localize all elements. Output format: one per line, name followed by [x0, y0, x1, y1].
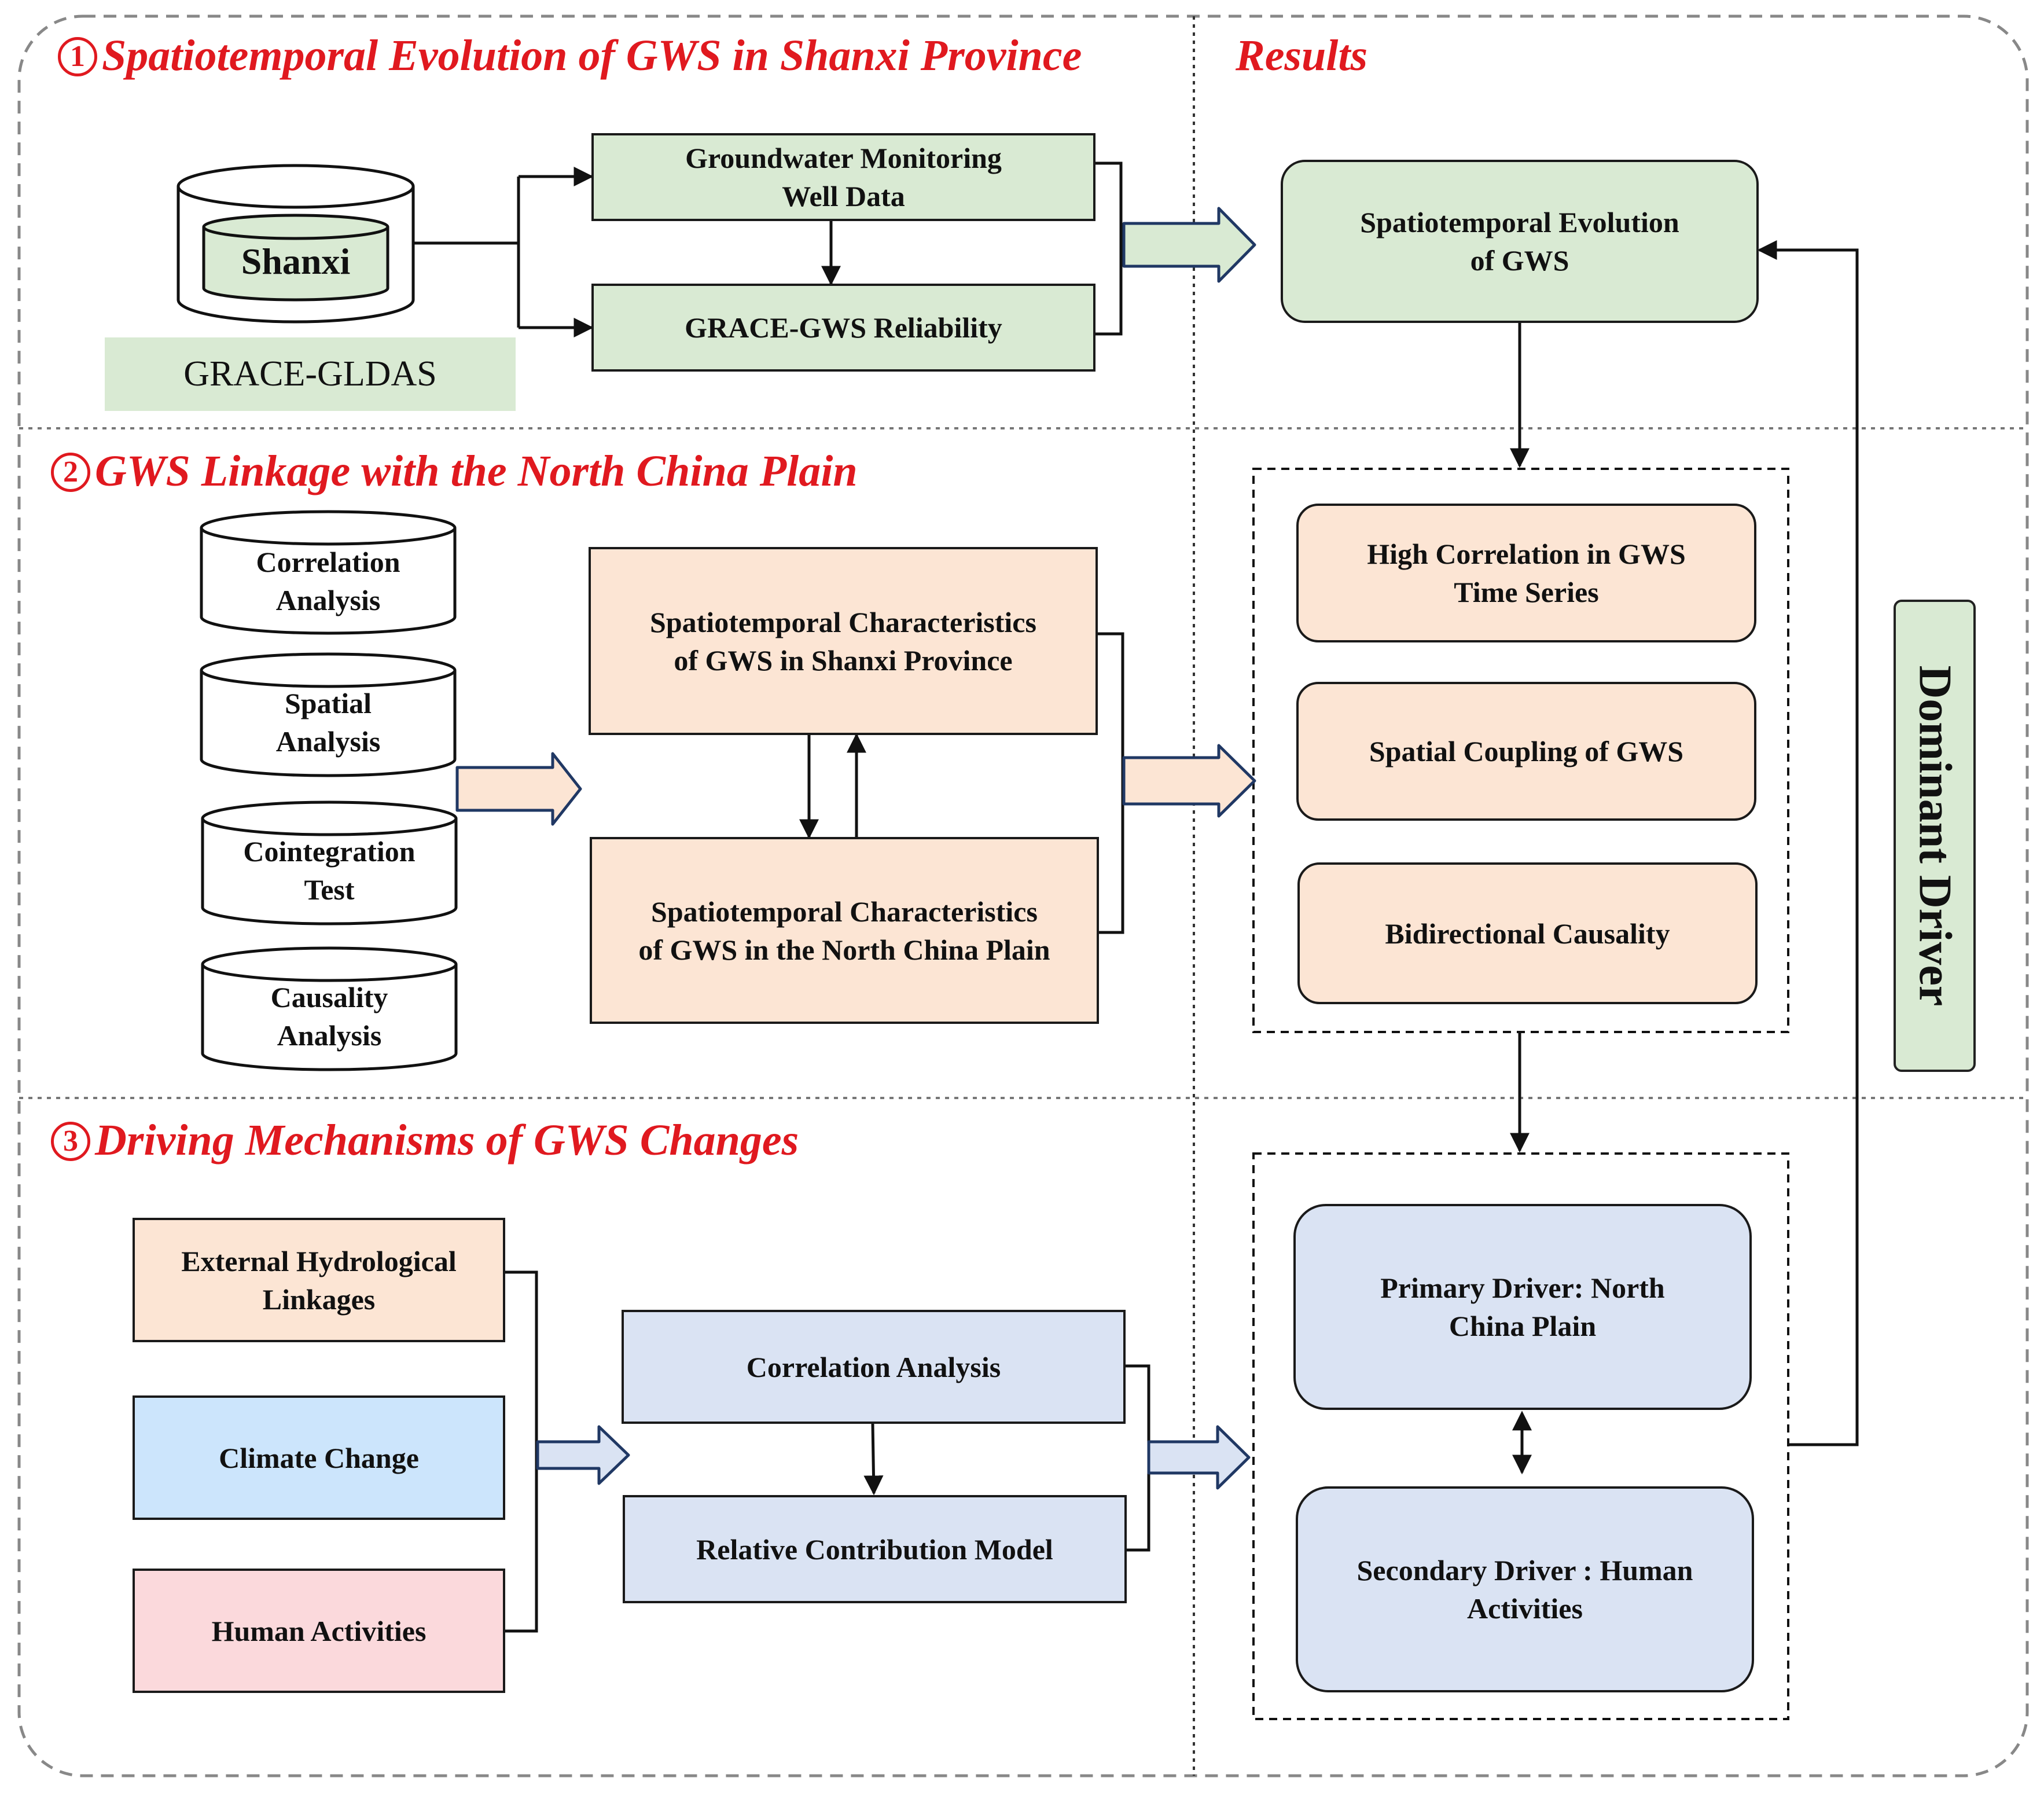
- climate-change-box: Climate Change: [133, 1395, 505, 1520]
- shanxi-database-icon: [177, 164, 415, 324]
- outer-frame: [17, 14, 2029, 1777]
- primary-driver-box: Primary Driver: North China Plain: [1293, 1204, 1752, 1410]
- bracket-s2: [1098, 632, 1124, 934]
- section-1-number: 1: [58, 36, 97, 76]
- secondary-driver-box: Secondary Driver : Human Activities: [1296, 1486, 1754, 1692]
- arrow-corr-to-contribution: [863, 1423, 884, 1496]
- grace-gldas-caption: GRACE-GLDAS: [105, 337, 516, 411]
- external-hydrological-box: External Hydrological Linkages: [133, 1218, 505, 1342]
- result-bidirectional-box: Bidirectional Causality: [1297, 862, 1758, 1004]
- block-arrow-s3-in: [536, 1425, 630, 1485]
- groundwater-wells-box: Groundwater Monitoring Well Data: [591, 133, 1095, 221]
- shanxi-label: Shanxi: [241, 241, 351, 282]
- cointegration-method-icon: [201, 800, 458, 925]
- bracket-s3-right: [1126, 1364, 1150, 1552]
- correlation-method-label: Correlation Analysis: [256, 546, 400, 616]
- correlation-analysis-box: Correlation Analysis: [622, 1310, 1126, 1424]
- spatial-method-label: Spatial Analysis: [275, 687, 381, 758]
- shanxi-characteristics-box: Spatiotemporal Characteristics of GWS in…: [589, 547, 1098, 735]
- block-arrow-s2-in: [455, 752, 582, 826]
- section-2-number: 2: [51, 452, 90, 492]
- cointegration-method-label: Cointegration Test: [243, 835, 416, 906]
- human-activities-box: Human Activities: [133, 1569, 505, 1693]
- result-evolution-box: Spatiotemporal Evolution of GWS: [1281, 160, 1759, 323]
- group-box-drivers: [1252, 1152, 1789, 1720]
- ncp-characteristics-box: Spatiotemporal Characteristics of GWS in…: [590, 837, 1099, 1024]
- causality-method-label: Causality Analysis: [270, 981, 388, 1052]
- dominant-driver-label: Dominant Driver: [1909, 665, 1961, 1007]
- grace-reliability-box: GRACE-GWS Reliability: [591, 284, 1095, 372]
- causality-method-icon: [201, 946, 458, 1071]
- block-arrow-s2-out: [1122, 744, 1256, 818]
- bracket-s1: [1095, 161, 1123, 336]
- block-arrow-s1: [1122, 207, 1256, 283]
- bracket-s3-left: [505, 1270, 538, 1633]
- relative-contribution-box: Relative Contribution Model: [623, 1495, 1127, 1603]
- correlation-method-icon: [200, 510, 457, 635]
- results-title: Results: [1236, 31, 1368, 80]
- block-arrow-s3-out: [1147, 1425, 1251, 1490]
- section-3-number: 3: [51, 1121, 90, 1161]
- spatial-method-icon: [200, 652, 457, 777]
- arrow-feedback-dominant: [1757, 240, 1859, 1446]
- result-spatial-coupling-box: Spatial Coupling of GWS: [1296, 682, 1756, 821]
- dominant-driver-box: Dominant Driver: [1894, 600, 1976, 1072]
- result-high-correlation-box: High Correlation in GWS Time Series: [1296, 504, 1756, 642]
